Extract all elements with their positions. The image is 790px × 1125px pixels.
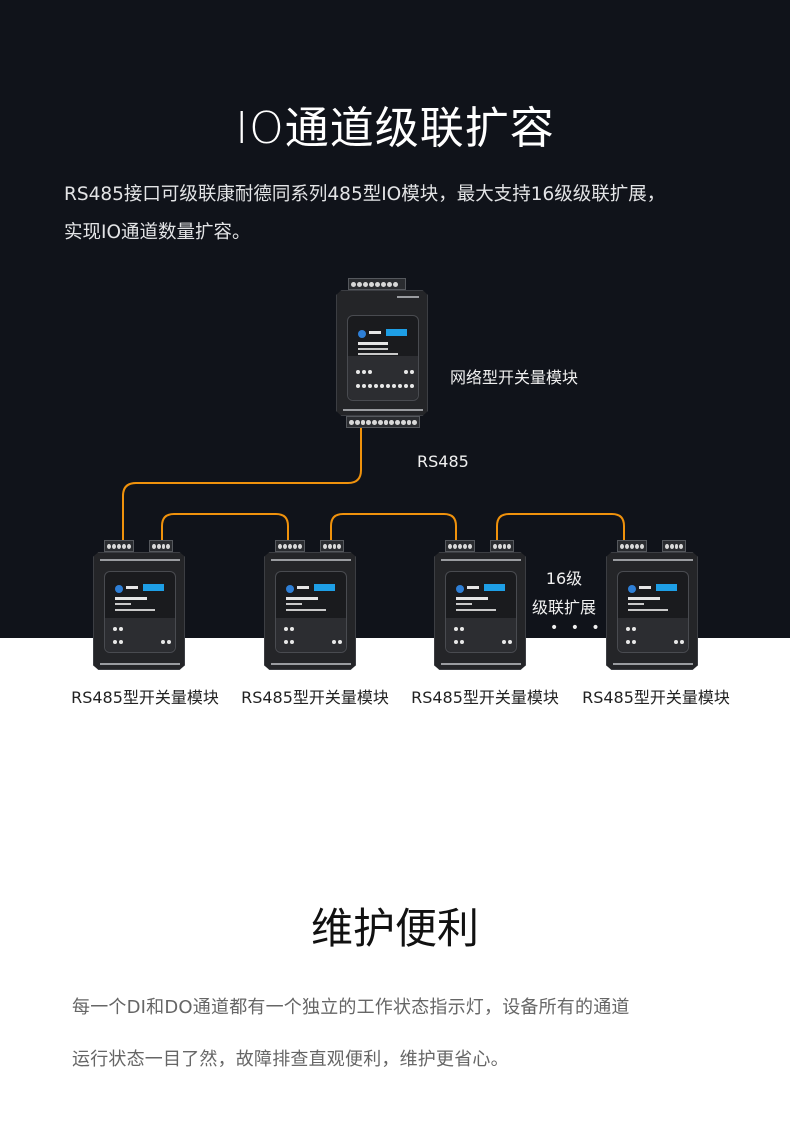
cascade-section-title: IO通道级联扩容 — [235, 103, 555, 154]
terminal-block-left — [617, 540, 647, 552]
terminal-block-right — [149, 540, 173, 552]
device-caption-1: RS485型开关量模块 — [71, 688, 219, 707]
terminal-block-left — [445, 540, 475, 552]
description-line-1: RS485接口可级联康耐德同系列485型IO模块，最大支持16级级联扩展， — [64, 184, 666, 205]
terminal-block-left — [275, 540, 305, 552]
ellipsis-more-devices: • • • — [550, 620, 604, 636]
device-caption-3: RS485型开关量模块 — [411, 688, 559, 707]
rs485-bus-label: RS485 — [417, 452, 469, 471]
terminal-block-right — [662, 540, 686, 552]
terminal-block-left — [104, 540, 134, 552]
maintenance-line-2: 运行状态一目了然，故障排查直观便利，维护更省心。 — [72, 1049, 509, 1070]
rs485-io-module-3 — [434, 540, 526, 670]
bus-wire-main — [122, 420, 362, 548]
maintenance-section-title: 维护便利 — [310, 904, 479, 953]
rs485-io-module-2 — [264, 540, 356, 670]
brand-logo-icon — [456, 585, 464, 593]
network-module-label: 网络型开关量模块 — [450, 368, 579, 387]
bus-wire-link-1 — [161, 513, 289, 548]
device-caption-2: RS485型开关量模块 — [241, 688, 389, 707]
brand-logo-icon — [358, 330, 366, 338]
terminal-block-right — [490, 540, 514, 552]
description-line-2: 实现IO通道数量扩容。 — [64, 222, 251, 243]
cascade-expansion-label: 级联扩展 — [531, 598, 596, 617]
cascade-section-description: RS485接口可级联康耐德同系列485型IO模块，最大支持16级级联扩展， 实现… — [64, 176, 744, 252]
rs485-io-module-1 — [93, 540, 185, 670]
maintenance-line-1: 每一个DI和DO通道都有一个独立的工作状态指示灯，设备所有的通道 — [72, 997, 630, 1018]
rs485-io-module-4 — [606, 540, 698, 670]
terminal-block-bottom — [346, 416, 420, 428]
rs485-wiring-diagram — [122, 420, 625, 548]
brand-logo-icon — [115, 585, 123, 593]
device-caption-4: RS485型开关量模块 — [582, 688, 730, 707]
terminal-block-top — [348, 278, 406, 290]
cascade-count-label: 16级 — [545, 569, 583, 588]
bus-wire-link-2 — [330, 513, 457, 548]
brand-logo-icon — [628, 585, 636, 593]
network-io-module — [336, 278, 428, 428]
maintenance-section-description: 每一个DI和DO通道都有一个独立的工作状态指示灯，设备所有的通道 运行状态一目了… — [72, 982, 732, 1086]
brand-logo-icon — [286, 585, 294, 593]
terminal-block-right — [320, 540, 344, 552]
bus-wire-link-3 — [496, 513, 625, 548]
